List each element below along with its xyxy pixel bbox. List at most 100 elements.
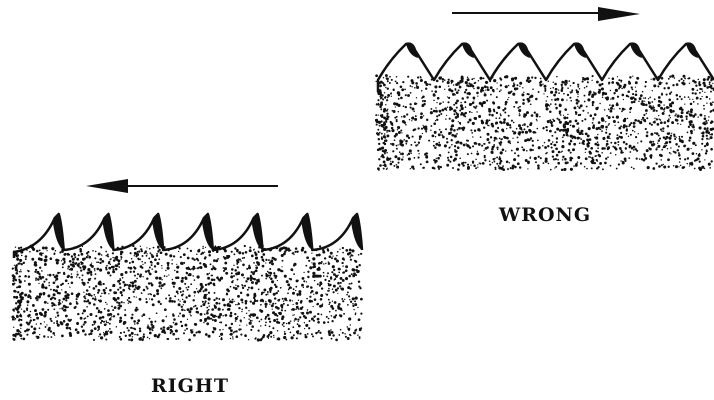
stipple-dot: [274, 313, 278, 316]
stipple-dot: [481, 162, 485, 165]
stipple-dot: [514, 76, 518, 80]
stipple-dot: [421, 132, 424, 135]
stipple-dot: [255, 266, 259, 270]
stipple-dot: [499, 143, 502, 146]
stipple-dot: [91, 323, 94, 326]
stipple-dot: [395, 102, 399, 106]
stipple-dot: [618, 126, 622, 130]
stipple-dot: [269, 271, 273, 275]
stipple-dot: [284, 309, 287, 312]
stipple-dot: [446, 96, 449, 98]
wrong-figure: WRONG: [374, 7, 714, 226]
stipple-dot: [462, 164, 465, 167]
stipple-dot: [109, 263, 112, 265]
stipple-dot: [563, 167, 567, 172]
stipple-dot: [462, 113, 466, 117]
stipple-dot: [687, 77, 689, 80]
stipple-dot: [100, 319, 104, 323]
stipple-dot: [135, 306, 138, 309]
stipple-dot: [23, 310, 26, 313]
stipple-dot: [464, 106, 467, 108]
stipple-dot: [272, 334, 275, 337]
stipple-dot: [199, 312, 203, 316]
stipple-dot: [401, 152, 404, 156]
stipple-dot: [406, 154, 409, 156]
stipple-dot: [354, 300, 357, 303]
stipple-dot: [112, 315, 116, 318]
stipple-dot: [98, 335, 100, 337]
stipple-dot: [100, 246, 103, 249]
stipple-dot: [150, 320, 153, 324]
stipple-dot: [585, 77, 590, 81]
stipple-dot: [433, 99, 435, 102]
stipple-dot: [13, 251, 16, 255]
stipple-dot: [130, 257, 133, 260]
stipple-dot: [25, 321, 29, 324]
stipple-dot: [19, 281, 21, 283]
stipple-dot: [23, 261, 25, 264]
stipple-dot: [178, 247, 181, 250]
stipple-dot: [670, 147, 672, 149]
stipple-dot: [162, 326, 166, 329]
stipple-dot: [265, 277, 268, 280]
stipple-dot: [692, 125, 695, 129]
stipple-dot: [29, 250, 31, 253]
stipple-dot: [704, 159, 706, 161]
stipple-dot: [59, 302, 62, 305]
stipple-dot: [122, 280, 125, 284]
stipple-dot: [47, 274, 49, 276]
stipple-dot: [190, 314, 192, 317]
stipple-dot: [236, 248, 239, 252]
stipple-dot: [656, 147, 658, 149]
stipple-dot: [14, 317, 17, 320]
stipple-dot: [530, 114, 534, 117]
stipple-dot: [63, 308, 67, 312]
stipple-dot: [34, 270, 37, 273]
stipple-dot: [578, 88, 581, 90]
stipple-dot: [179, 291, 182, 293]
stipple-dot: [47, 336, 49, 338]
stipple-dot: [133, 288, 136, 291]
stipple-dot: [164, 252, 168, 256]
stipple-dot: [268, 248, 272, 252]
stipple-dot: [325, 293, 327, 295]
stipple-dot: [106, 254, 109, 256]
stipple-dot: [346, 291, 349, 294]
stipple-dot: [690, 110, 693, 114]
stipple-dot: [601, 125, 604, 129]
stipple-dot: [185, 271, 188, 274]
stipple-dot: [652, 106, 655, 109]
stipple-dot: [83, 318, 86, 320]
stipple-dot: [411, 107, 415, 111]
stipple-dot: [177, 315, 180, 317]
stipple-dot: [699, 97, 702, 100]
stipple-dot: [547, 162, 550, 165]
stipple-dot: [613, 91, 616, 95]
stipple-dot: [253, 262, 255, 264]
stipple-dot: [20, 318, 23, 322]
stipple-dot: [207, 334, 211, 338]
stipple-dot: [265, 262, 267, 264]
stipple-dot: [494, 129, 498, 133]
stipple-dot: [382, 167, 385, 170]
stipple-dot: [499, 159, 503, 163]
stipple-dot: [577, 83, 580, 86]
stipple-dot: [704, 91, 706, 94]
stipple-dot: [695, 153, 698, 155]
stipple-dot: [409, 168, 411, 170]
stipple-dot: [377, 167, 380, 171]
stipple-dot: [75, 298, 78, 301]
stipple-dot: [189, 249, 193, 253]
stipple-dot: [464, 115, 467, 118]
stipple-dot: [115, 255, 119, 259]
stipple-dot: [147, 324, 149, 326]
stipple-dot: [206, 322, 210, 326]
stipple-dot: [564, 123, 567, 126]
stipple-dot: [468, 118, 472, 122]
stipple-dot: [158, 285, 161, 288]
stipple-dot: [507, 140, 511, 144]
stipple-dot: [402, 156, 404, 158]
stipple-dot: [345, 265, 349, 269]
stipple-dot: [102, 320, 106, 323]
stipple-dot: [271, 308, 273, 310]
